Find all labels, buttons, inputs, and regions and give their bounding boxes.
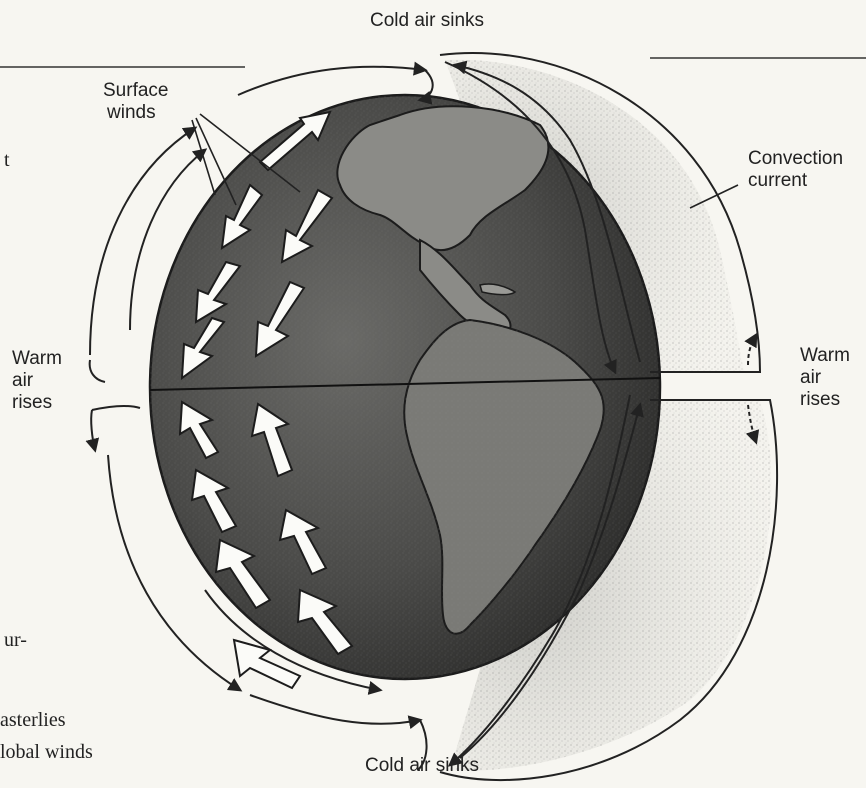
warm-left-line2: air xyxy=(12,370,62,392)
warm-air-rises-right-label: Warm air rises xyxy=(800,345,850,411)
warm-descend-south-arrow xyxy=(91,410,95,450)
convection-current-label: Convection current xyxy=(748,148,843,192)
surface-winds-label: Surface winds xyxy=(103,80,168,124)
warm-loop-north-cap xyxy=(90,360,105,382)
warm-right-line1: Warm xyxy=(800,345,850,367)
margin-fragment-t: t xyxy=(4,148,10,172)
surface-winds-line2: winds xyxy=(107,102,172,124)
warm-right-line2: air xyxy=(800,367,850,389)
margin-fragment-ur: ur- xyxy=(4,628,27,652)
convection-current-line2: current xyxy=(748,170,843,192)
cold-sink-south-arrow xyxy=(250,695,420,724)
surface-winds-line1: Surface xyxy=(103,80,168,102)
cold-air-sinks-bottom-label: Cold air sinks xyxy=(365,755,479,777)
convection-current-line1: Convection xyxy=(748,148,843,170)
margin-fragment-global-winds: lobal winds xyxy=(0,740,93,764)
warm-air-rises-right-arrow xyxy=(748,335,756,365)
margin-fragment-easterlies: asterlies xyxy=(0,708,66,732)
warm-right-line3: rises xyxy=(800,389,850,411)
warm-air-rises-left-label: Warm air rises xyxy=(12,348,62,414)
warm-left-line1: Warm xyxy=(12,348,62,370)
warm-left-line3: rises xyxy=(12,392,62,414)
cold-air-sinks-top-label: Cold air sinks xyxy=(370,10,484,32)
upper-flow-north-arrow xyxy=(238,67,425,95)
warm-loop-south-cap xyxy=(92,406,140,410)
